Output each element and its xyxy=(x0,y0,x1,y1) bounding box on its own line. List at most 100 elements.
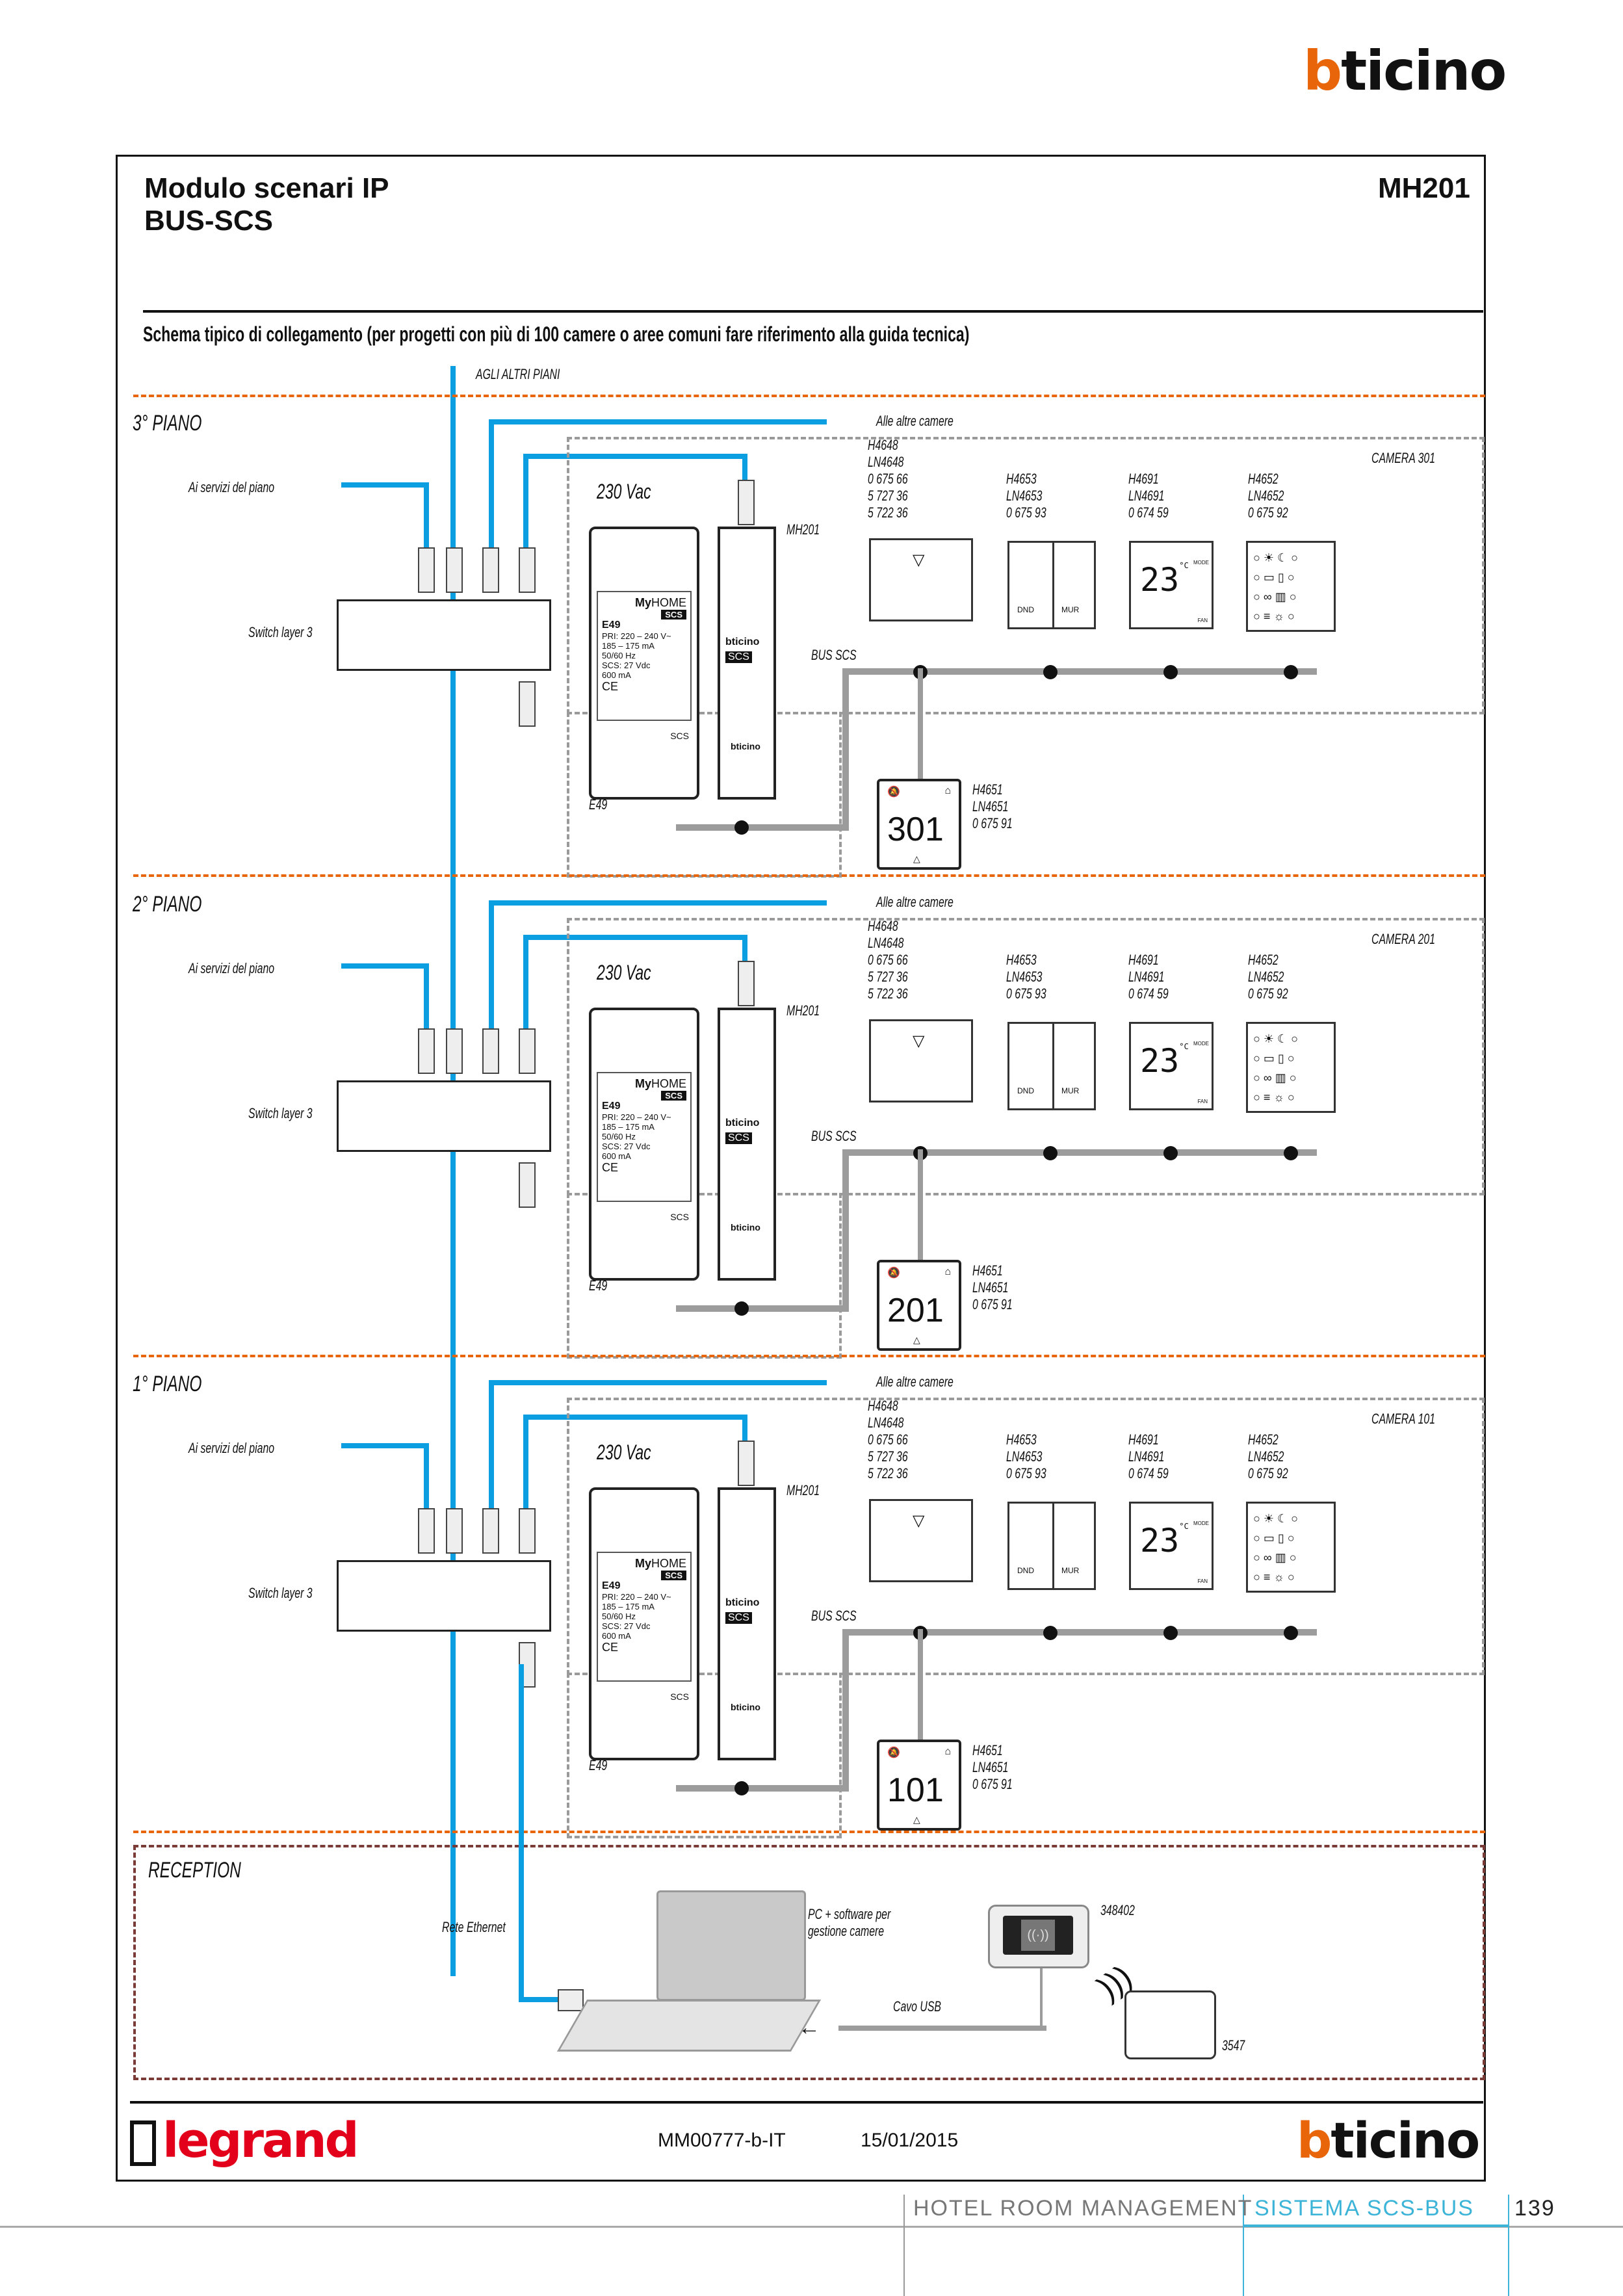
legrand-mark-icon xyxy=(130,2120,156,2167)
doc-date: 15/01/2015 xyxy=(861,2130,959,2151)
mh201-badge: SCS xyxy=(725,1612,752,1624)
room-display[interactable]: 🔕 ⌂ 201 △ xyxy=(877,1260,961,1351)
scs-label: SCS: xyxy=(602,660,622,670)
subtitle: Schema tipico di collegamento (per proge… xyxy=(143,322,1291,346)
scenario-panel[interactable]: ○ ☀ ☾ ○○ ▭ ▯ ○○ ∞ ▥ ○○ ≡ ☼ ○ xyxy=(1246,1022,1336,1113)
codes-h4652: H4652 LN4652 0 675 92 xyxy=(1248,1431,1304,1482)
switch-layer3[interactable] xyxy=(337,1560,551,1632)
thermostat[interactable]: 23°C MODE FAN xyxy=(1129,1502,1214,1590)
card-holder-switch[interactable]: ▽ xyxy=(869,1499,973,1582)
bus-scs-label: BUS SCS xyxy=(811,647,874,664)
e49-scs-label: SCS xyxy=(670,1212,689,1222)
code: LN4651 xyxy=(972,1759,1009,1775)
scs-line: 600 mA xyxy=(602,1151,631,1161)
switch-layer3[interactable] xyxy=(337,599,551,671)
footer-system: SISTEMA SCS-BUS xyxy=(1254,2196,1474,2221)
mode-label: MODE xyxy=(1193,1041,1209,1047)
fan-label: FAN xyxy=(1197,1578,1208,1584)
scs-line: 27 Vdc xyxy=(623,1621,651,1631)
servizi-cable-v xyxy=(424,482,429,547)
ai-servizi-text: Ai servizi del piano xyxy=(188,1440,275,1456)
e49-label: E49 xyxy=(589,1277,614,1294)
title-line1: Modulo scenari IP xyxy=(144,172,389,204)
legrand-text: legrand xyxy=(162,2113,359,2169)
bus-junction xyxy=(734,820,749,835)
switch-layer3[interactable] xyxy=(337,1080,551,1152)
mh201-module[interactable]: bticino SCS bticino xyxy=(718,527,776,800)
mh201-cable-v2 xyxy=(742,454,747,480)
fan-label: FAN xyxy=(1197,1099,1208,1104)
scenario-panel[interactable]: ○ ☀ ☾ ○○ ▭ ▯ ○○ ∞ ▥ ○○ ≡ ☼ ○ xyxy=(1246,1502,1336,1593)
room-display[interactable]: 🔕 ⌂ 101 △ xyxy=(877,1740,961,1831)
floor-section-3: 1° PIANO Ai servizi del piano Alle altre… xyxy=(0,1357,1623,1838)
dnd-mur-switch[interactable]: DND MUR xyxy=(1007,1022,1096,1110)
room-display[interactable]: 🔕 ⌂ 301 △ xyxy=(877,779,961,870)
e49-model: E49 xyxy=(602,1101,621,1112)
pc-line1: PC + software per xyxy=(808,1906,891,1922)
code: LN4651 xyxy=(972,1279,1009,1296)
scenario-panel[interactable]: ○ ☀ ☾ ○○ ▭ ▯ ○○ ∞ ▥ ○○ ≡ ☼ ○ xyxy=(1246,541,1336,632)
mh201-module[interactable]: bticino SCS bticino xyxy=(718,1487,776,1760)
mh201-cable xyxy=(523,1415,747,1420)
code: H4691 xyxy=(1128,952,1159,968)
codes-h4648: H4648 LN4648 0 675 66 5 727 36 5 722 36 xyxy=(868,437,924,521)
camera-label: CAMERA 101 xyxy=(1371,1411,1460,1428)
ethernet-cable xyxy=(519,1664,524,2002)
laptop[interactable] xyxy=(556,1890,822,2052)
code: H4652 xyxy=(1248,471,1279,487)
mh201-label: MH201 xyxy=(786,1482,833,1499)
floor-label: 3° PIANO xyxy=(133,411,229,436)
usb-arrow-icon: ← xyxy=(798,2015,820,2040)
e49-power-supply[interactable]: MyHOME SCS E49 PRI: 220 – 240 V~185 – 17… xyxy=(589,1487,699,1760)
code: 0 675 91 xyxy=(972,1776,1013,1792)
e49-panel: MyHOME SCS E49 PRI: 220 – 240 V~185 – 17… xyxy=(597,591,692,721)
e49-label: E49 xyxy=(589,1757,614,1774)
thermo-unit: °C xyxy=(1179,1042,1189,1051)
code: H4653 xyxy=(1006,1431,1037,1448)
footer-blue-underline xyxy=(1243,2224,1509,2227)
mur-label: MUR xyxy=(1061,1086,1080,1095)
dnd-mur-switch[interactable]: DND MUR xyxy=(1007,541,1096,629)
mh201-cable-v xyxy=(523,1415,528,1508)
e49-power-supply[interactable]: MyHOME SCS E49 PRI: 220 – 240 V~185 – 17… xyxy=(589,1008,699,1281)
e49-power-supply[interactable]: MyHOME SCS E49 PRI: 220 – 240 V~185 – 17… xyxy=(589,527,699,800)
code: 0 674 59 xyxy=(1128,1465,1169,1481)
header-rule xyxy=(143,310,1483,313)
mh201-bottom-brand: bticino xyxy=(731,741,760,751)
thermostat[interactable]: 23°C MODE FAN xyxy=(1129,541,1214,629)
home: HOME xyxy=(651,1077,686,1090)
code: 5 722 36 xyxy=(868,985,908,1002)
thermostat[interactable]: 23°C MODE FAN xyxy=(1129,1022,1214,1110)
bus-line-bottom xyxy=(676,1785,849,1792)
code: 0 675 93 xyxy=(1006,985,1046,1002)
floor-label-text: 3° PIANO xyxy=(133,411,202,436)
pri-line: 50/60 Hz xyxy=(602,1611,636,1621)
switch-label: Switch layer 3 xyxy=(248,624,337,641)
mh201-label-text: MH201 xyxy=(786,1002,820,1019)
logo-rest: ticino xyxy=(1331,2111,1480,2169)
pri-line: 185 – 175 mA xyxy=(602,1122,655,1132)
switch-label-text: Switch layer 3 xyxy=(248,1585,313,1601)
rj45-plug xyxy=(738,1441,755,1486)
card-holder-switch[interactable]: ▽ xyxy=(869,538,973,621)
usb-cable xyxy=(838,2026,1046,2031)
mh201-brand: bticino xyxy=(725,1597,760,1608)
card-slot-arrow-icon: ▽ xyxy=(913,1032,925,1050)
bus-scs-text: BUS SCS xyxy=(811,647,857,663)
thermo-temp: 23 xyxy=(1140,1522,1180,1559)
altre-camere-cable-v xyxy=(489,900,494,1028)
thermo-unit: °C xyxy=(1179,561,1189,570)
rj45-plug xyxy=(738,961,755,1006)
card-reader[interactable]: ((·)) xyxy=(988,1905,1089,1968)
room-number: 301 xyxy=(887,811,944,848)
mh201-module[interactable]: bticino SCS bticino xyxy=(718,1008,776,1281)
pri-line: 220 – 240 V~ xyxy=(620,1592,671,1602)
rj45-plug xyxy=(446,1028,463,1074)
dnd-mur-switch[interactable]: DND MUR xyxy=(1007,1502,1096,1590)
card-holder-switch[interactable]: ▽ xyxy=(869,1019,973,1102)
e49-panel: MyHOME SCS E49 PRI: 220 – 240 V~185 – 17… xyxy=(597,1072,692,1202)
bus-drop xyxy=(918,668,923,779)
alle-altre-camere-label: Alle altre camere xyxy=(876,413,983,430)
logo-b: b xyxy=(1303,39,1342,103)
